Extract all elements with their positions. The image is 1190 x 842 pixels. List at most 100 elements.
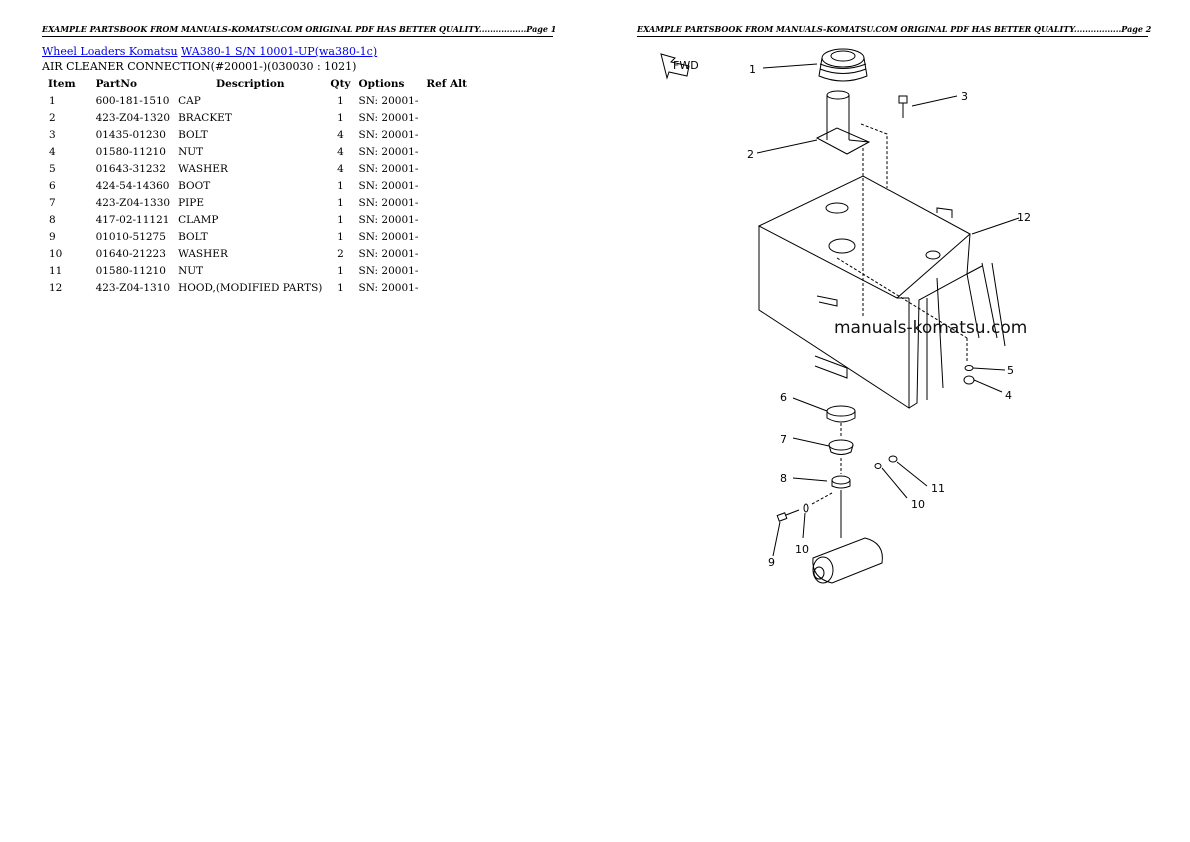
cell-ref-alt [422, 211, 471, 228]
cell-qty: 1 [337, 111, 344, 124]
cell-partno: 01580-11210 [95, 264, 166, 277]
cell-description: HOOD,(MODIFIED PARTS) [178, 281, 323, 294]
cell-description: BOLT [178, 128, 208, 141]
header-item: Item [48, 78, 76, 90]
header-options: Options [358, 78, 405, 90]
parts-table: Item PartNo Description Qty Options Ref … [44, 76, 471, 296]
clamp-part [831, 475, 851, 489]
header-qty: Qty [330, 78, 351, 90]
header-ref-alt: Ref Alt [426, 78, 467, 90]
cell-options: SN: 20001- [358, 94, 419, 107]
cell-qty: 4 [337, 162, 344, 175]
cell-partno: 01580-11210 [95, 145, 166, 158]
cell-options: SN: 20001- [358, 111, 419, 124]
nut-part-4 [963, 375, 975, 385]
callout-4: 4 [1005, 389, 1012, 402]
cell-partno: 01010-51275 [95, 230, 166, 243]
cell-description: WASHER [178, 162, 228, 175]
page-header-1: EXAMPLE PARTSBOOK FROM MANUALS-KOMATSU.C… [42, 22, 556, 37]
callout-5: 5 [1007, 364, 1014, 377]
forward-arrow-label: FWD [673, 59, 699, 72]
boot-part [826, 405, 856, 423]
cell-partno: 424-54-14360 [95, 179, 170, 192]
bracket-part [815, 90, 871, 155]
cell-ref-alt [422, 262, 471, 279]
cell-options: SN: 20001- [358, 247, 419, 260]
cell-description: CLAMP [178, 213, 219, 226]
bolt-part-9 [776, 509, 800, 522]
table-row: 8 417-02-11121 CLAMP 1 SN: 20001- [44, 211, 471, 228]
breadcrumb-link-wheel-loaders[interactable]: Wheel Loaders Komatsu [42, 45, 178, 58]
callout-12: 12 [1017, 211, 1031, 224]
cell-partno: 423-Z04-1320 [95, 111, 171, 124]
cell-partno: 600-181-1510 [95, 94, 170, 107]
cell-item: 3 [49, 128, 56, 141]
cap-part [818, 48, 868, 82]
section-title: AIR CLEANER CONNECTION(#20001-)(030030 :… [42, 60, 357, 73]
cell-options: SN: 20001- [358, 162, 419, 175]
callout-8: 8 [780, 472, 787, 485]
watermark: manuals-komatsu.com [834, 318, 1028, 338]
cell-ref-alt [422, 245, 471, 262]
cell-options: SN: 20001- [358, 179, 419, 192]
callout-10b: 10 [795, 543, 809, 556]
cell-description: PIPE [178, 196, 205, 209]
cell-ref-alt [422, 228, 471, 245]
cell-ref-alt [422, 109, 471, 126]
cell-options: SN: 20001- [358, 213, 419, 226]
callout-3: 3 [961, 90, 968, 103]
cell-ref-alt [422, 126, 471, 143]
cell-partno: 423-Z04-1330 [95, 196, 171, 209]
callout-numbers: 1 2 3 12 5 4 6 7 8 11 10 10 9 [747, 63, 1031, 569]
cell-qty: 1 [337, 213, 344, 226]
cell-partno: 01640-21223 [95, 247, 166, 260]
cell-item: 4 [49, 145, 56, 158]
cell-item: 10 [49, 247, 63, 260]
bolt-part-3 [898, 95, 908, 118]
washer-part-10a [874, 463, 882, 469]
cell-ref-alt [422, 177, 471, 194]
cell-ref-alt [422, 92, 471, 109]
breadcrumb-link-model[interactable]: WA380-1 S/N 10001-UP(wa380-1c) [181, 45, 378, 58]
table-row: 6 424-54-14360 BOOT 1 SN: 20001- [44, 177, 471, 194]
cell-partno: 417-02-11121 [95, 213, 170, 226]
cell-item: 8 [49, 213, 56, 226]
parts-table-header: Item PartNo Description Qty Options Ref … [44, 76, 471, 92]
cell-item: 5 [49, 162, 56, 175]
callout-10a: 10 [911, 498, 925, 511]
header-partno: PartNo [95, 78, 137, 90]
page-header-2: EXAMPLE PARTSBOOK FROM MANUALS-KOMATSU.C… [637, 22, 1151, 37]
cell-qty: 4 [337, 128, 344, 141]
callout-11: 11 [931, 482, 945, 495]
cell-options: SN: 20001- [358, 264, 419, 277]
cell-options: SN: 20001- [358, 128, 419, 141]
cell-ref-alt [422, 279, 471, 296]
cell-item: 11 [49, 264, 63, 277]
cell-qty: 1 [337, 94, 344, 107]
cell-ref-alt [422, 160, 471, 177]
air-cleaner-body [812, 490, 883, 584]
cell-qty: 1 [337, 264, 344, 277]
breadcrumb: Wheel Loaders Komatsu WA380-1 S/N 10001-… [42, 45, 377, 58]
header-description: Description [216, 78, 285, 90]
cell-ref-alt [422, 143, 471, 160]
cell-options: SN: 20001- [358, 145, 419, 158]
cell-item: 6 [49, 179, 56, 192]
exploded-parts-diagram: FWD [660, 48, 1031, 584]
cell-description: WASHER [178, 247, 228, 260]
cell-description: BOOT [178, 179, 211, 192]
forward-arrow-icon: FWD [660, 53, 699, 80]
cell-partno: 423-Z04-1310 [95, 281, 171, 294]
cell-description: BOLT [178, 230, 208, 243]
cell-item: 12 [49, 281, 63, 294]
callout-9: 9 [768, 556, 775, 569]
cell-qty: 1 [337, 179, 344, 192]
cell-description: BRACKET [178, 111, 232, 124]
